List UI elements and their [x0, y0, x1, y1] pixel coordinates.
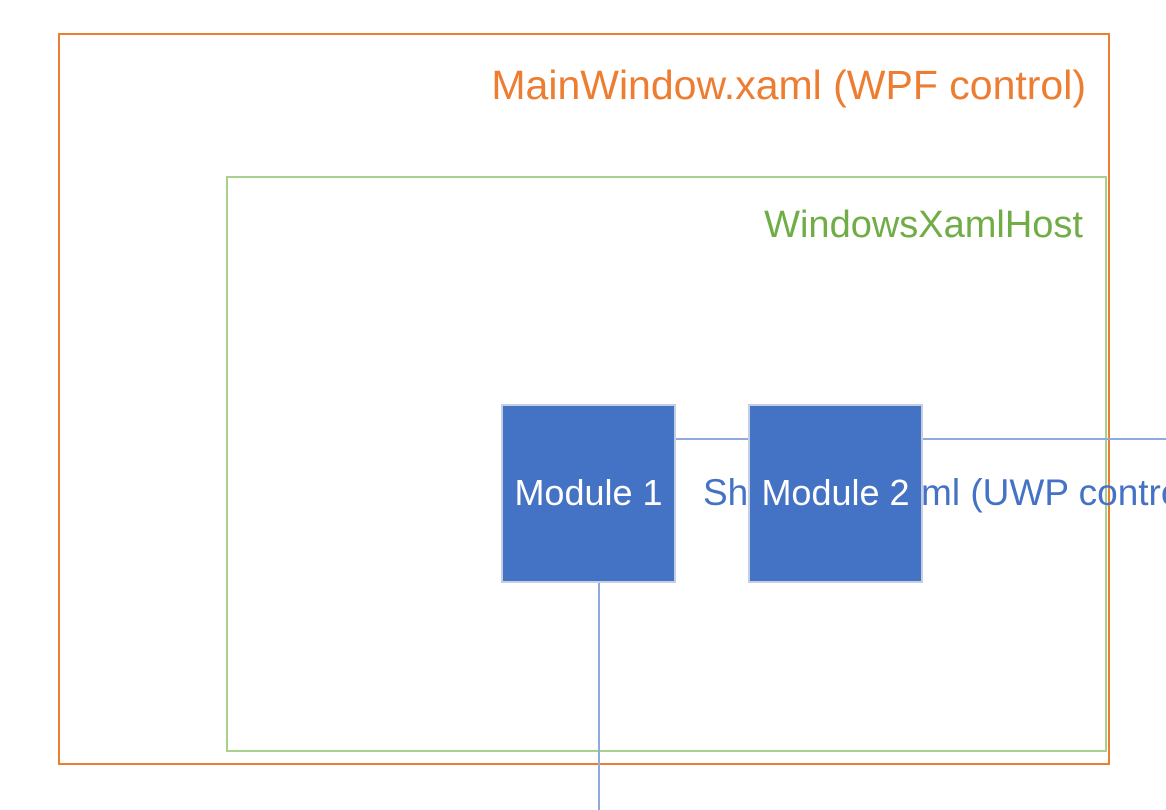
module-tile-2-label: Module 2 [761, 472, 910, 514]
layer-mainwindow-wpf: MainWindow.xaml (WPF control) WindowsXam… [58, 33, 1166, 810]
module-tile-1-label: Module 1 [514, 472, 663, 514]
layer-label-mainwindow: MainWindow.xaml (WPF control) [491, 62, 1086, 108]
module-tile-2: Module 2 [748, 404, 923, 583]
layer-label-windowsxamlhost: WindowsXamlHost [764, 204, 1083, 246]
module-tile-1: Module 1 [501, 404, 676, 583]
